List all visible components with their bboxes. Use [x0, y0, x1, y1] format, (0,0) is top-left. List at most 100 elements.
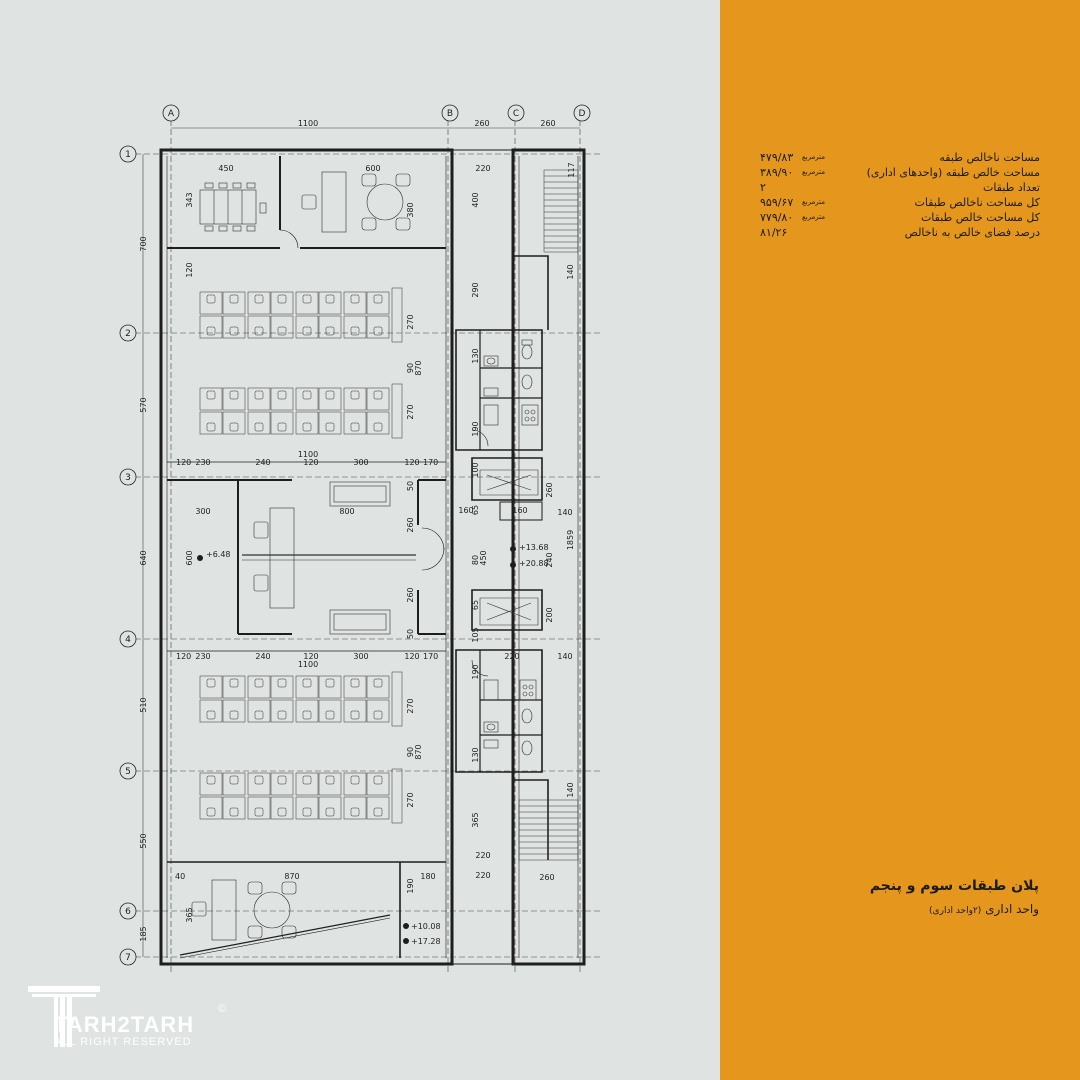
workstation-desk [199, 291, 223, 315]
dim-label: 120 [176, 458, 191, 467]
dim-column-cd: 260 [540, 119, 555, 128]
dim-label: 270 [406, 314, 415, 329]
workstation-desk [343, 411, 367, 435]
dim-label: 600 [365, 164, 380, 173]
stat-label: کل مساحت ناخالص طبقات [914, 196, 1040, 209]
office-chair [229, 678, 239, 688]
dim-label: 120 [176, 652, 191, 661]
level-marker-main [197, 555, 203, 561]
office-chair [229, 807, 239, 817]
office-chair [206, 710, 216, 720]
office-chair [254, 807, 264, 817]
dim-label: 270 [406, 404, 415, 419]
office-chair [277, 775, 287, 785]
workstation-desk [247, 411, 271, 435]
office-chair [302, 775, 312, 785]
workstation-desk [343, 387, 367, 411]
office-chair [229, 390, 239, 400]
stat-value: ۴۷۹/۸۳ [760, 151, 794, 164]
workstation-desk [343, 675, 367, 699]
office-chair [277, 422, 287, 432]
office-chair [302, 294, 312, 304]
axis-label-1: 1 [125, 150, 131, 160]
office-chair [302, 390, 312, 400]
office-chair [373, 710, 383, 720]
office-chair [229, 294, 239, 304]
office-chair [373, 294, 383, 304]
dim-row-34: 640 [139, 550, 148, 565]
workstation-desk [199, 772, 223, 796]
dim-label: 450 [479, 550, 488, 565]
workstation-desk [318, 411, 342, 435]
dim-label: 170 [423, 458, 438, 467]
office-chair [277, 678, 287, 688]
plan-subtitle-main: واحد اداری [985, 902, 1039, 916]
workstation-desk [270, 387, 294, 411]
workstation-desk [318, 699, 342, 723]
workstation-desk [222, 675, 246, 699]
workstation-desk [247, 675, 271, 699]
logo-wordmark: TARH2TARH [54, 1012, 195, 1037]
workstation-desk [199, 675, 223, 699]
office-chair [373, 775, 383, 785]
office-chair [277, 807, 287, 817]
dim-label: 140 [566, 264, 575, 279]
dim-label: 220 [475, 871, 490, 880]
workstation-desk [199, 315, 223, 339]
dim-label: 220 [504, 652, 519, 661]
central-lounge [242, 481, 416, 635]
dim-column-ab: 1100 [298, 119, 318, 128]
office-chair [325, 390, 335, 400]
office-chair [302, 807, 312, 817]
office-chair [350, 390, 360, 400]
dim-label: 120 [185, 262, 194, 277]
dim-label: 50 [406, 481, 415, 491]
workstation-desk [295, 411, 319, 435]
office-chair [206, 807, 216, 817]
dim-label: 290 [471, 282, 480, 297]
storage-cabinet [391, 287, 403, 343]
workstation-desk [343, 699, 367, 723]
stat-label: مساحت ناخالص طبقه [939, 151, 1040, 164]
office-chair [277, 326, 287, 336]
dim-label: 200 [545, 607, 554, 622]
dim-label: 300 [353, 458, 368, 467]
workstation-desk [247, 772, 271, 796]
dim-label: 50 [406, 629, 415, 639]
workstation-desk [343, 796, 367, 820]
workstation-desk [318, 387, 342, 411]
dim-label: 260 [406, 517, 415, 532]
dim-label: 190 [406, 878, 415, 893]
axis-label-4: 4 [125, 635, 131, 645]
dim-label: 270 [406, 698, 415, 713]
dim-label: 380 [406, 202, 415, 217]
workstation-desk [247, 291, 271, 315]
office-chair [373, 422, 383, 432]
dim-label: 870 [414, 744, 423, 759]
dim-label: 40 [175, 872, 185, 881]
dim-label: 230 [195, 652, 210, 661]
workstation-desk [247, 699, 271, 723]
office-chair [350, 807, 360, 817]
workstation-desk [222, 387, 246, 411]
dim-row-56: 550 [139, 833, 148, 848]
office-chair [373, 326, 383, 336]
office-chair [373, 390, 383, 400]
manager-desk-bottom [191, 879, 297, 941]
dim-label: 260 [406, 587, 415, 602]
dim-label: 260 [545, 482, 554, 497]
stat-value: ۷۷۹/۸۰ [760, 211, 794, 224]
dim-label: 240 [255, 458, 270, 467]
stat-label: کل مساحت خالص طبقات [920, 211, 1040, 224]
office-chair [302, 326, 312, 336]
dim-label: 140 [557, 508, 572, 517]
dim-row-23: 570 [139, 397, 148, 412]
stat-label: مساحت خالص طبقه (واحدهای اداری) [866, 166, 1040, 179]
workstation-desk [343, 315, 367, 339]
workstation-desk [199, 387, 223, 411]
axis-label-b: B [447, 109, 453, 119]
